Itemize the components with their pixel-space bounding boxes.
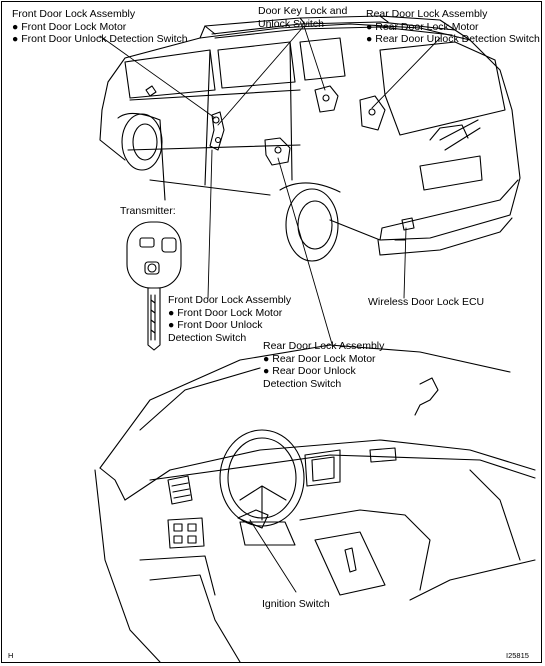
rear-upper-title: Rear Door Lock Assembly xyxy=(366,8,488,20)
corner-code-left: H xyxy=(8,651,14,660)
transmitter-label: Transmitter: xyxy=(120,205,176,217)
leader-rear-lower xyxy=(277,157,333,345)
transmitter-key xyxy=(126,221,182,351)
front-door-lock-assembly-lower-label: Front Door Lock Assembly ● Front Door Lo… xyxy=(168,294,291,344)
rear-door-lock-assembly-upper-label: Rear Door Lock Assembly ● Rear Door Lock… xyxy=(366,8,540,46)
door-key-line2: Unlock Switch xyxy=(258,17,324,30)
front-upper-item-motor: ● Front Door Lock Motor xyxy=(12,20,127,33)
rear-lower-item-motor: ● Rear Door Lock Motor xyxy=(263,352,376,365)
interior-illustration xyxy=(94,344,536,663)
rear-door-lock-assembly-lower-label: Rear Door Lock Assembly ● Rear Door Lock… xyxy=(263,340,384,390)
leader-door-key-2 xyxy=(217,25,305,126)
leader-door-key-1 xyxy=(303,25,326,91)
leader-ignition xyxy=(249,519,297,593)
rear-lower-title: Rear Door Lock Assembly xyxy=(263,340,385,352)
front-lower-item-motor: ● Front Door Lock Motor xyxy=(168,306,283,319)
rear-lower-item-detection: Detection Switch xyxy=(263,377,342,390)
rear-lower-item-unlock: ● Rear Door Unlock xyxy=(263,365,356,377)
figure-id: I25815 xyxy=(506,651,529,660)
front-upper-title: Front Door Lock Assembly xyxy=(12,8,136,20)
leader-front-lower xyxy=(207,149,213,299)
front-lower-item-unlock: ● Front Door Unlock xyxy=(168,319,263,331)
leader-wireless-ecu xyxy=(403,227,407,299)
front-lower-item-detection: Detection Switch xyxy=(168,331,247,344)
front-door-lock-assembly-upper-label: Front Door Lock Assembly ● Front Door Lo… xyxy=(12,8,188,46)
front-upper-item-switch: ● Front Door Unlock Detection Switch xyxy=(12,33,188,45)
door-key-line1: Door Key Lock and xyxy=(258,5,348,17)
rear-upper-item-motor: ● Rear Door Lock Motor xyxy=(366,20,479,33)
leader-rear-upper xyxy=(371,37,441,109)
leader-lines xyxy=(99,25,441,593)
leader-front-upper xyxy=(99,35,216,119)
ignition-switch-label: Ignition Switch xyxy=(262,598,330,610)
rear-upper-item-switch: ● Rear Door Unlock Detection Switch xyxy=(366,33,540,45)
wireless-door-lock-ecu-label: Wireless Door Lock ECU xyxy=(368,296,485,308)
vehicle-illustration xyxy=(99,15,521,262)
door-key-switch-label: Door Key Lock and Unlock Switch xyxy=(258,5,347,30)
front-lower-title: Front Door Lock Assembly xyxy=(168,294,292,306)
